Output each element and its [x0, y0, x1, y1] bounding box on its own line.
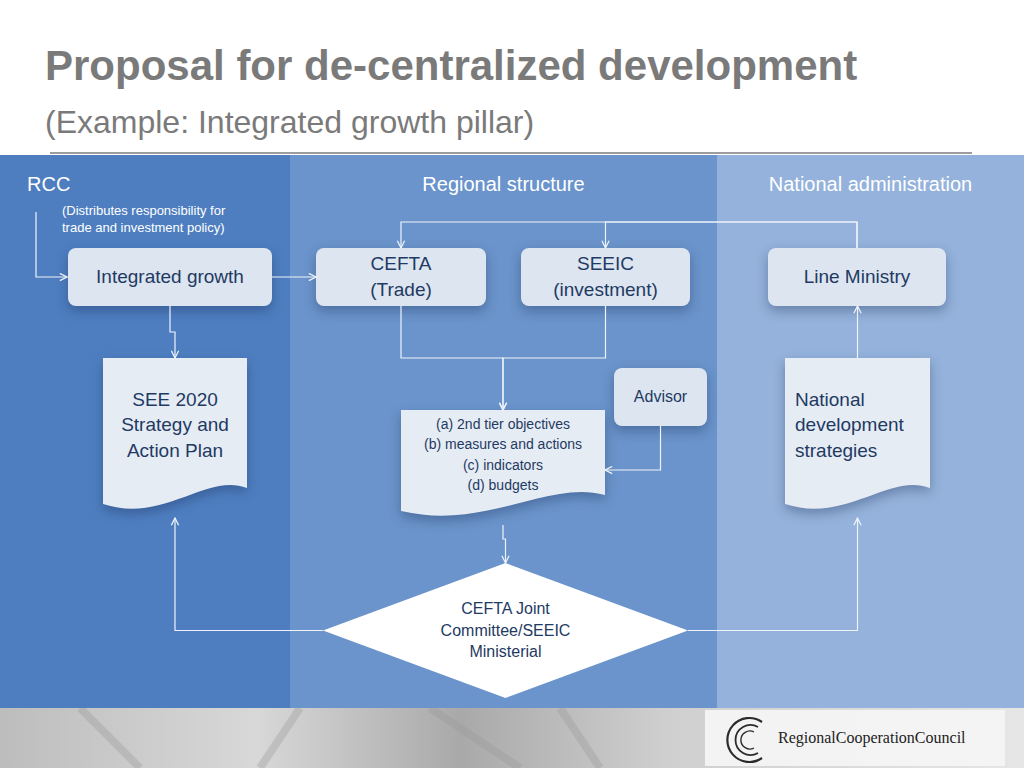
photo-strip: [0, 708, 1024, 768]
logo-symbol: [727, 718, 762, 762]
decision-diamond: CEFTA Joint Committee/SEEIC Ministerial: [323, 563, 688, 698]
document-outline-path: [401, 410, 605, 516]
node-label: CEFTA (Trade): [351, 251, 451, 302]
advisor-box: Advisor: [614, 368, 707, 426]
band-heading: RCC: [27, 171, 70, 198]
document-outline: [785, 358, 930, 518]
band-heading: National administration: [769, 171, 972, 198]
node-label: National development strategies: [795, 387, 920, 464]
document-shape: SEE 2020 Strategy and Action Plan: [103, 358, 247, 518]
title: Proposal for de-centralized development: [45, 42, 857, 90]
node-label: (b) measures and actions: [424, 434, 582, 454]
node-label: SEE 2020 Strategy and Action Plan: [113, 387, 238, 464]
document-shape: (a) 2nd tier objectives(b) measures and …: [401, 410, 605, 525]
document-shape: National development strategies: [785, 358, 930, 518]
node-label: Integrated growth: [96, 264, 244, 290]
node-label: (c) indicators: [463, 455, 543, 475]
node-label: CEFTA Joint Committee/SEEIC Ministerial: [438, 598, 573, 663]
document-outline-path: [785, 358, 930, 509]
process-box: Line Ministry: [768, 248, 946, 306]
node-label: SEEIC (investment): [546, 251, 666, 302]
column-band: RCC Integrated growthSEE 2020 Strategy an…: [0, 155, 290, 708]
process-box: CEFTA (Trade): [316, 248, 486, 306]
document-outline-path: [103, 358, 247, 509]
logo-text: RegionalCooperationCouncil: [778, 728, 966, 749]
process-box: Integrated growth: [68, 248, 272, 306]
node-label: (a) 2nd tier objectives: [436, 414, 570, 434]
column-band: National administrationLine MinistryNati…: [717, 155, 1024, 708]
column-band: Regional structureCEFTA (Trade) SEEIC (in…: [290, 155, 717, 708]
process-box: SEEIC (investment): [521, 248, 690, 306]
node-label: Line Ministry: [804, 264, 911, 290]
node-label: (d) budgets: [468, 475, 539, 495]
band-heading: Regional structure: [422, 171, 584, 198]
annotation-note: (Distributes responsibility for trade an…: [62, 203, 247, 237]
header-rule: [50, 153, 972, 154]
subtitle: (Example: Integrated growth pillar): [45, 102, 534, 144]
diamond-outline-path: [323, 563, 688, 698]
photo-texture: [80, 708, 600, 768]
document-outline: [103, 358, 247, 518]
node-label: Advisor: [634, 386, 687, 408]
logo-panel: [705, 710, 1005, 766]
